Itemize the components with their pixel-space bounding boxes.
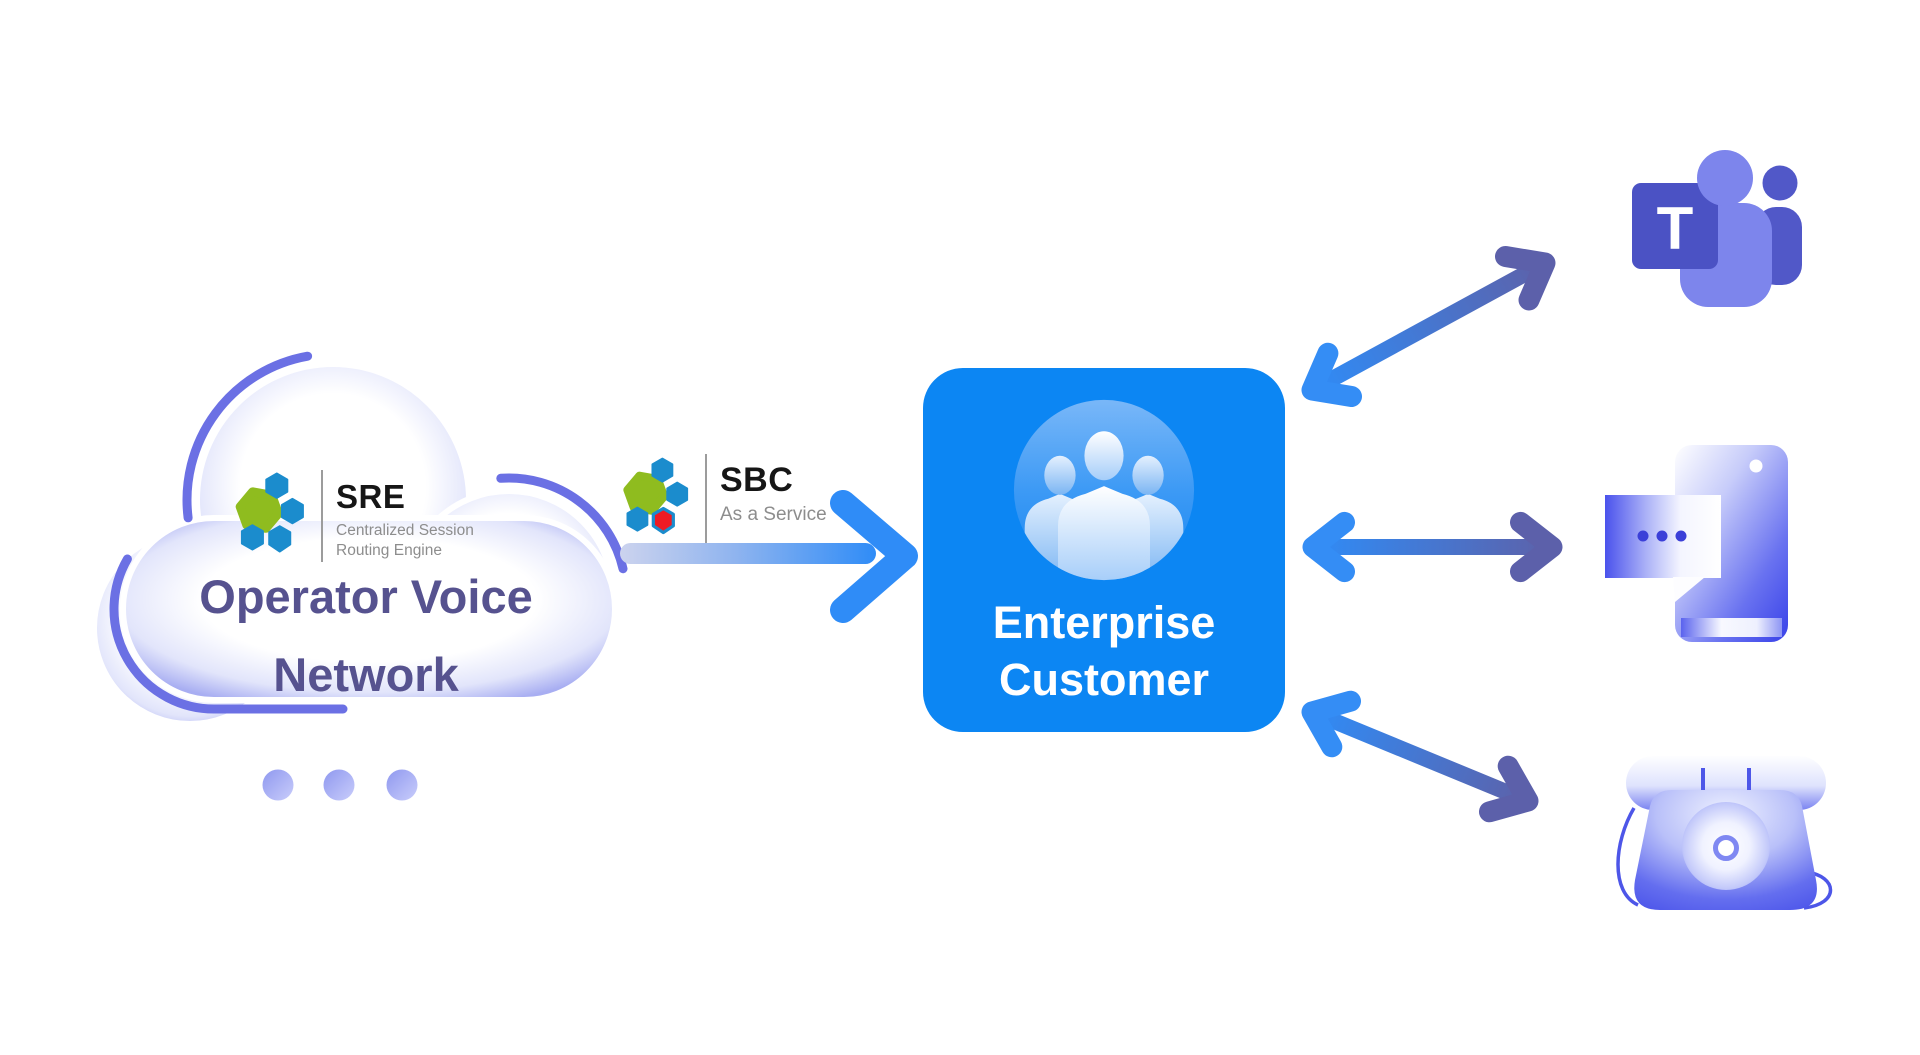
sre-logo: SRE Centralized Session Routing Engine <box>230 470 474 562</box>
sre-subtitle-line2: Routing Engine <box>336 541 442 559</box>
mobile-sms-icon <box>1605 445 1788 642</box>
sre-subtitle: Centralized Session Routing Engine <box>336 521 474 560</box>
bidirectional-arrow-teams <box>1301 246 1556 407</box>
sbc-hexagon-logo-icon <box>623 457 689 535</box>
sms-typing-dots-icon <box>1637 530 1687 542</box>
cloud-ellipsis-dots-icon <box>262 769 418 801</box>
sre-hexagon-logo-icon <box>235 472 304 553</box>
bidirectional-arrow-sms <box>1302 511 1563 583</box>
teams-letter: T <box>1657 195 1694 262</box>
sre-title: SRE <box>336 478 406 515</box>
sre-subtitle-line1: Centralized Session <box>336 522 474 539</box>
sbc-logo-divider <box>705 454 707 544</box>
desk-phone-icon <box>1616 756 1833 910</box>
sre-logo-divider <box>321 470 323 562</box>
operator-voice-cloud-shape <box>91 351 628 801</box>
operator-voice-network-label: Operator Voice Network <box>199 570 533 702</box>
bidirectional-arrow-phone <box>1301 690 1539 823</box>
enterprise-customer-node: Enterprise Customer <box>923 368 1285 732</box>
microsoft-teams-icon: T <box>1632 150 1802 307</box>
sbc-arrow-shaft <box>620 543 876 564</box>
sbc-subtitle: As a Service <box>720 504 827 525</box>
sbc-logo: SBC As a Service <box>618 454 827 544</box>
sbc-arrow-head-icon <box>830 490 918 623</box>
sbc-title: SBC <box>720 461 794 499</box>
enterprise-customer-label: Enterprise Customer <box>992 597 1216 706</box>
people-group-icon <box>1013 399 1195 581</box>
